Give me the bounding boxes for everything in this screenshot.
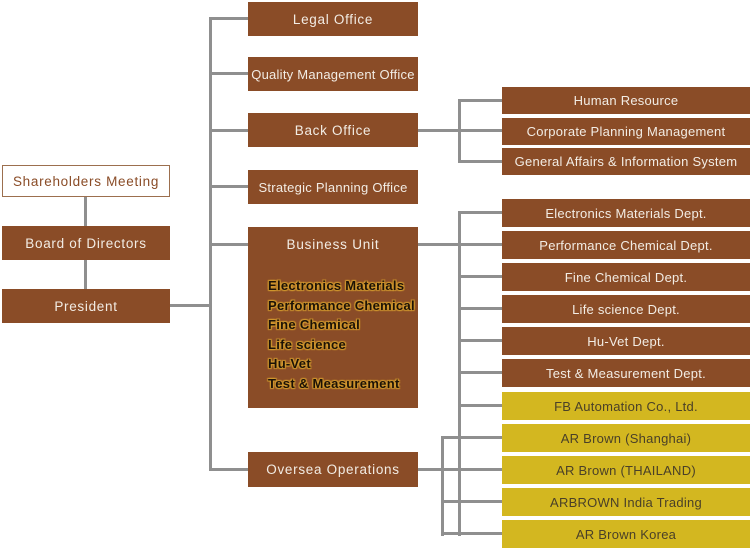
box-electronics-materials-dept: Electronics Materials Dept. bbox=[502, 199, 750, 227]
box-shareholders-meeting: Shareholders Meeting bbox=[2, 165, 170, 197]
division-performance-chemical: Performance Chemical bbox=[268, 297, 415, 313]
box-human-resource: Human Resource bbox=[502, 87, 750, 114]
connector-stub-general-affairs bbox=[458, 160, 502, 163]
connector-stub-quality bbox=[209, 72, 248, 75]
business-unit-division-list: Electronics Materials Performance Chemic… bbox=[268, 276, 415, 393]
box-ar-brown-shanghai: AR Brown (Shanghai) bbox=[502, 424, 750, 452]
box-president: President bbox=[2, 289, 170, 323]
division-test-measurement: Test & Measurement bbox=[268, 375, 400, 391]
connector-stub-electronics-dept bbox=[458, 211, 502, 214]
connector-stub-strategic bbox=[209, 185, 248, 188]
box-arbrown-india-trading: ARBROWN India Trading bbox=[502, 488, 750, 516]
connector-shareholders-board bbox=[84, 197, 87, 226]
box-hu-vet-dept: Hu-Vet Dept. bbox=[502, 327, 750, 355]
connector-stub-legal bbox=[209, 17, 248, 20]
box-ar-brown-korea: AR Brown Korea bbox=[502, 520, 750, 548]
connector-stub-hu-vet-dept bbox=[458, 339, 502, 342]
division-fine-chemical: Fine Chemical bbox=[268, 317, 361, 332]
box-general-affairs-information-system: General Affairs & Information System bbox=[502, 148, 750, 175]
box-performance-chemical-dept: Performance Chemical Dept. bbox=[502, 231, 750, 259]
connector-stub-business-unit bbox=[209, 243, 248, 246]
connector-stub-fine-chemical-dept bbox=[458, 275, 502, 278]
connector-board-president bbox=[84, 260, 87, 289]
box-fb-automation: FB Automation Co., Ltd. bbox=[502, 392, 750, 420]
box-legal-office: Legal Office bbox=[248, 2, 418, 36]
connector-stub-ar-brown-korea bbox=[441, 532, 502, 535]
connector-stub-oversea bbox=[209, 468, 248, 471]
box-business-unit: Business Unit Electronics Materials Perf… bbox=[248, 227, 418, 408]
box-ar-brown-thailand: AR Brown (THAILAND) bbox=[502, 456, 750, 484]
connector-stub-back-office bbox=[209, 129, 248, 132]
box-oversea-operations: Oversea Operations bbox=[248, 452, 418, 487]
division-hu-vet: Hu-Vet bbox=[268, 356, 311, 371]
connector-stub-fb-automation bbox=[458, 404, 502, 407]
connector-oversea-trunk bbox=[441, 436, 444, 536]
connector-stub-arbrown-india bbox=[441, 500, 502, 503]
box-test-measurement-dept: Test & Measurement Dept. bbox=[502, 359, 750, 387]
connector-stub-test-measurement-dept bbox=[458, 371, 502, 374]
connector-president-trunk bbox=[170, 304, 211, 307]
connector-stub-ar-brown-shanghai bbox=[441, 436, 502, 439]
connector-oversea-right bbox=[418, 468, 502, 471]
box-strategic-planning-office: Strategic Planning Office bbox=[248, 170, 418, 204]
box-life-science-dept: Life science Dept. bbox=[502, 295, 750, 323]
connector-stub-human-resource bbox=[458, 99, 502, 102]
connector-back-office-trunk bbox=[458, 99, 461, 163]
box-corporate-planning-management: Corporate Planning Management bbox=[502, 118, 750, 145]
box-fine-chemical-dept: Fine Chemical Dept. bbox=[502, 263, 750, 291]
box-board-of-directors: Board of Directors bbox=[2, 226, 170, 260]
division-life-science: Life science bbox=[268, 336, 347, 352]
division-electronics-materials: Electronics Materials bbox=[268, 278, 405, 293]
box-back-office: Back Office bbox=[248, 113, 418, 147]
connector-stub-life-science-dept bbox=[458, 307, 502, 310]
business-unit-title: Business Unit bbox=[286, 237, 380, 252]
box-quality-management-office: Quality Management Office bbox=[248, 57, 418, 91]
